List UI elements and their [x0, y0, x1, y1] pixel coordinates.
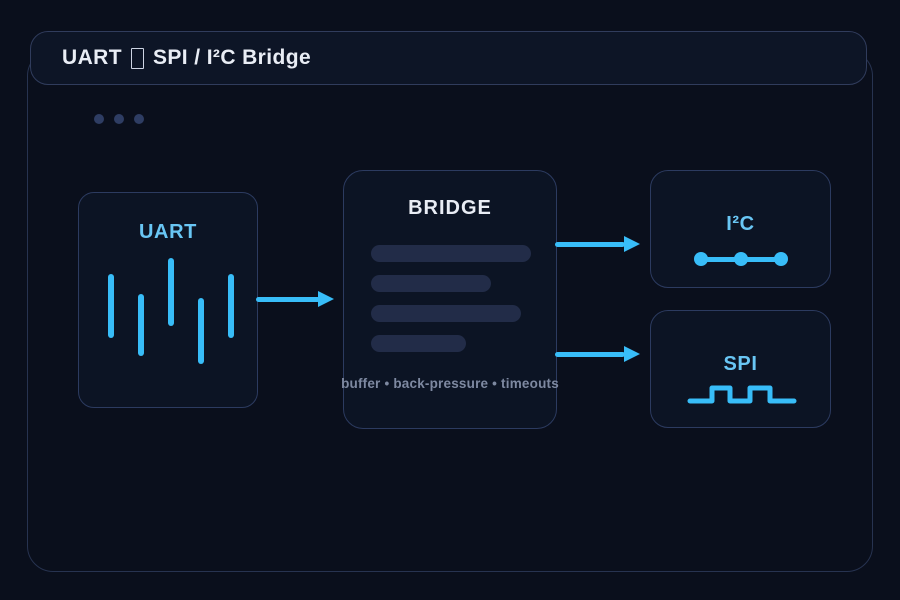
- window-dots: [94, 114, 144, 124]
- uart-label: UART: [139, 221, 197, 243]
- window-dot: [134, 114, 144, 124]
- node-i2c: I²C: [650, 170, 831, 288]
- skeleton-bar: [371, 305, 521, 322]
- window-dot: [94, 114, 104, 124]
- bridge-caption: buffer • back-pressure • timeouts: [341, 376, 559, 391]
- skeleton-bar: [371, 335, 466, 352]
- i2c-bus-dots-icon: [691, 251, 791, 267]
- arrow-head-icon: [624, 346, 640, 362]
- skeleton-bar: [371, 245, 531, 262]
- missing-glyph-box-icon: [130, 47, 144, 69]
- node-uart: UART: [78, 192, 258, 408]
- title-bar: UART SPI / I²C Bridge: [30, 31, 867, 85]
- arrow-head-icon: [318, 291, 334, 307]
- window-dot: [114, 114, 124, 124]
- title-part-right: SPI / I²C Bridge: [152, 46, 312, 69]
- node-spi: SPI: [650, 310, 831, 428]
- spi-square-wave-icon: [687, 385, 797, 404]
- spi-label: SPI: [723, 353, 758, 375]
- bridge-label: BRIDGE: [408, 197, 492, 219]
- i2c-label: I²C: [726, 213, 755, 235]
- arrow-head-icon: [624, 236, 640, 252]
- title-part-left: UART: [62, 46, 122, 69]
- node-bridge: BRIDGE buffer • back-pressure • timeouts: [341, 170, 559, 429]
- skeleton-bar: [371, 275, 491, 292]
- page-title: UART SPI / I²C Bridge: [62, 46, 311, 70]
